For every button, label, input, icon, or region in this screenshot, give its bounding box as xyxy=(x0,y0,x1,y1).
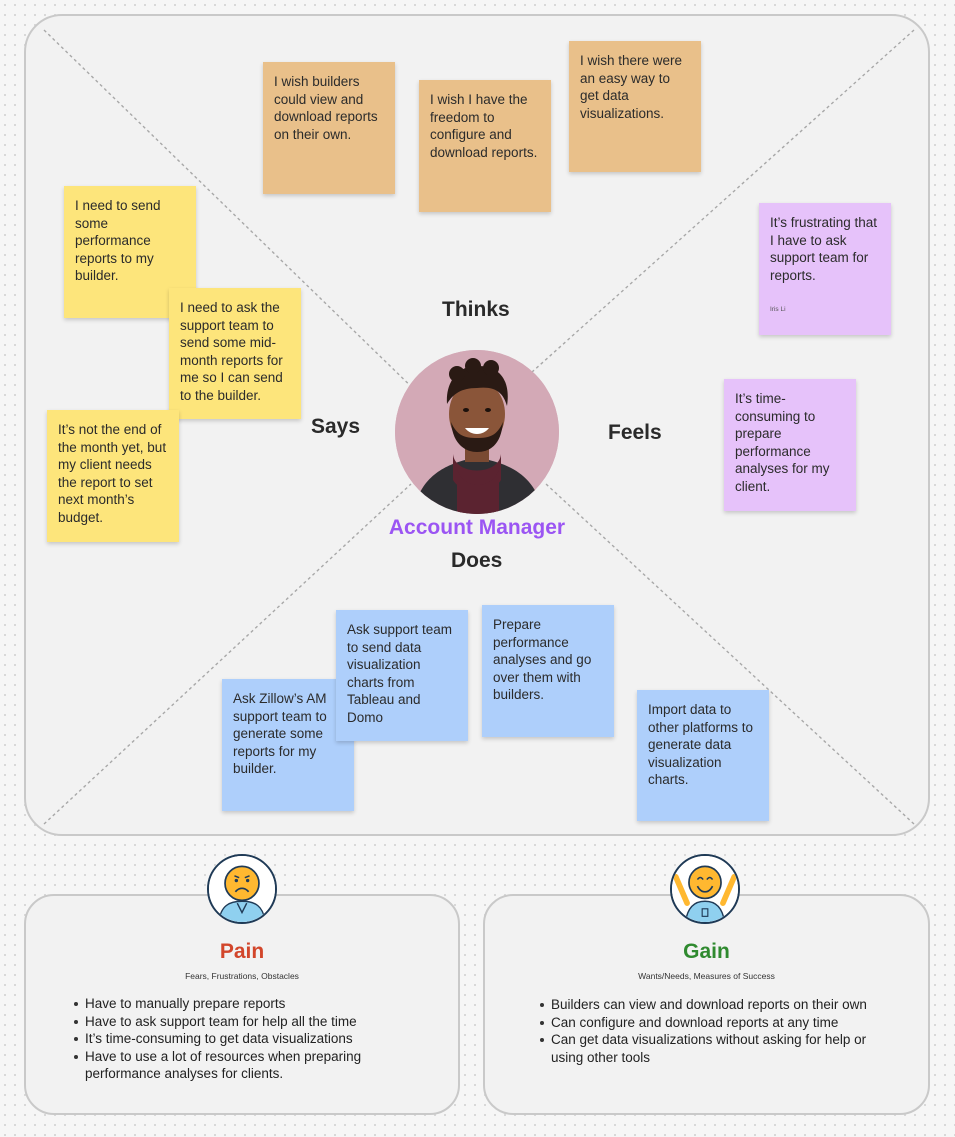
cheering-face-icon xyxy=(670,854,740,924)
pain-list: Have to manually prepare reports Have to… xyxy=(71,995,421,1083)
gain-list-item: Can get data visualizations without aski… xyxy=(537,1031,887,1066)
pain-title: Pain xyxy=(219,940,265,963)
quadrant-diagonals xyxy=(43,29,915,825)
gain-list: Builders can view and download reports o… xyxy=(537,996,887,1066)
frowning-face-icon xyxy=(207,854,277,924)
note-author: Iris Li xyxy=(770,306,786,313)
pain-list-item: It’s time-consuming to get data visualiz… xyxy=(71,1030,421,1048)
says-note[interactable]: I need to ask the support team to send s… xyxy=(169,288,301,419)
feels-label: Feels xyxy=(608,421,662,444)
pain-list-item: Have to use a lot of resources when prep… xyxy=(71,1048,421,1083)
persona-title: Account Manager xyxy=(388,516,566,539)
thinks-note[interactable]: I wish I have the freedom to configure a… xyxy=(419,80,551,212)
does-note[interactable]: Ask Zillow’s AM support team to generate… xyxy=(222,679,354,811)
says-label: Says xyxy=(311,415,361,438)
pain-list-item: Have to manually prepare reports xyxy=(71,995,421,1013)
gain-card: Gain Wants/Needs, Measures of Success Bu… xyxy=(483,894,930,1115)
says-note[interactable]: It’s not the end of the month yet, but m… xyxy=(47,410,179,542)
pain-subtitle: Fears, Frustrations, Obstacles xyxy=(185,971,299,981)
thinks-note[interactable]: I wish builders could view and download … xyxy=(263,62,395,194)
does-note[interactable]: Ask support team to send data visualizat… xyxy=(336,610,468,741)
feels-note[interactable]: It’s time-consuming to prepare performan… xyxy=(724,379,856,511)
does-note[interactable]: Prepare performance analyses and go over… xyxy=(482,605,614,737)
thinks-label: Thinks xyxy=(442,298,510,321)
thinks-note[interactable]: I wish there were an easy way to get dat… xyxy=(569,41,701,172)
does-note[interactable]: Import data to other platforms to genera… xyxy=(637,690,769,821)
persona-photo-icon xyxy=(395,350,559,514)
feels-note-text: It’s frustrating that I have to ask supp… xyxy=(770,215,878,283)
pain-card: Pain Fears, Frustrations, Obstacles Have… xyxy=(24,894,460,1115)
gain-title: Gain xyxy=(683,940,730,963)
gain-subtitle: Wants/Needs, Measures of Success xyxy=(638,971,775,981)
says-note[interactable]: I need to send some performance reports … xyxy=(64,186,196,318)
persona-avatar xyxy=(395,350,559,514)
pain-list-item: Have to ask support team for help all th… xyxy=(71,1013,421,1031)
gain-list-item: Can configure and download reports at an… xyxy=(537,1014,887,1032)
gain-list-item: Builders can view and download reports o… xyxy=(537,996,887,1014)
feels-note-text: It’s time-consuming to prepare performan… xyxy=(735,391,830,494)
feels-note[interactable]: It’s frustrating that I have to ask supp… xyxy=(759,203,891,335)
does-label: Does xyxy=(451,549,503,572)
